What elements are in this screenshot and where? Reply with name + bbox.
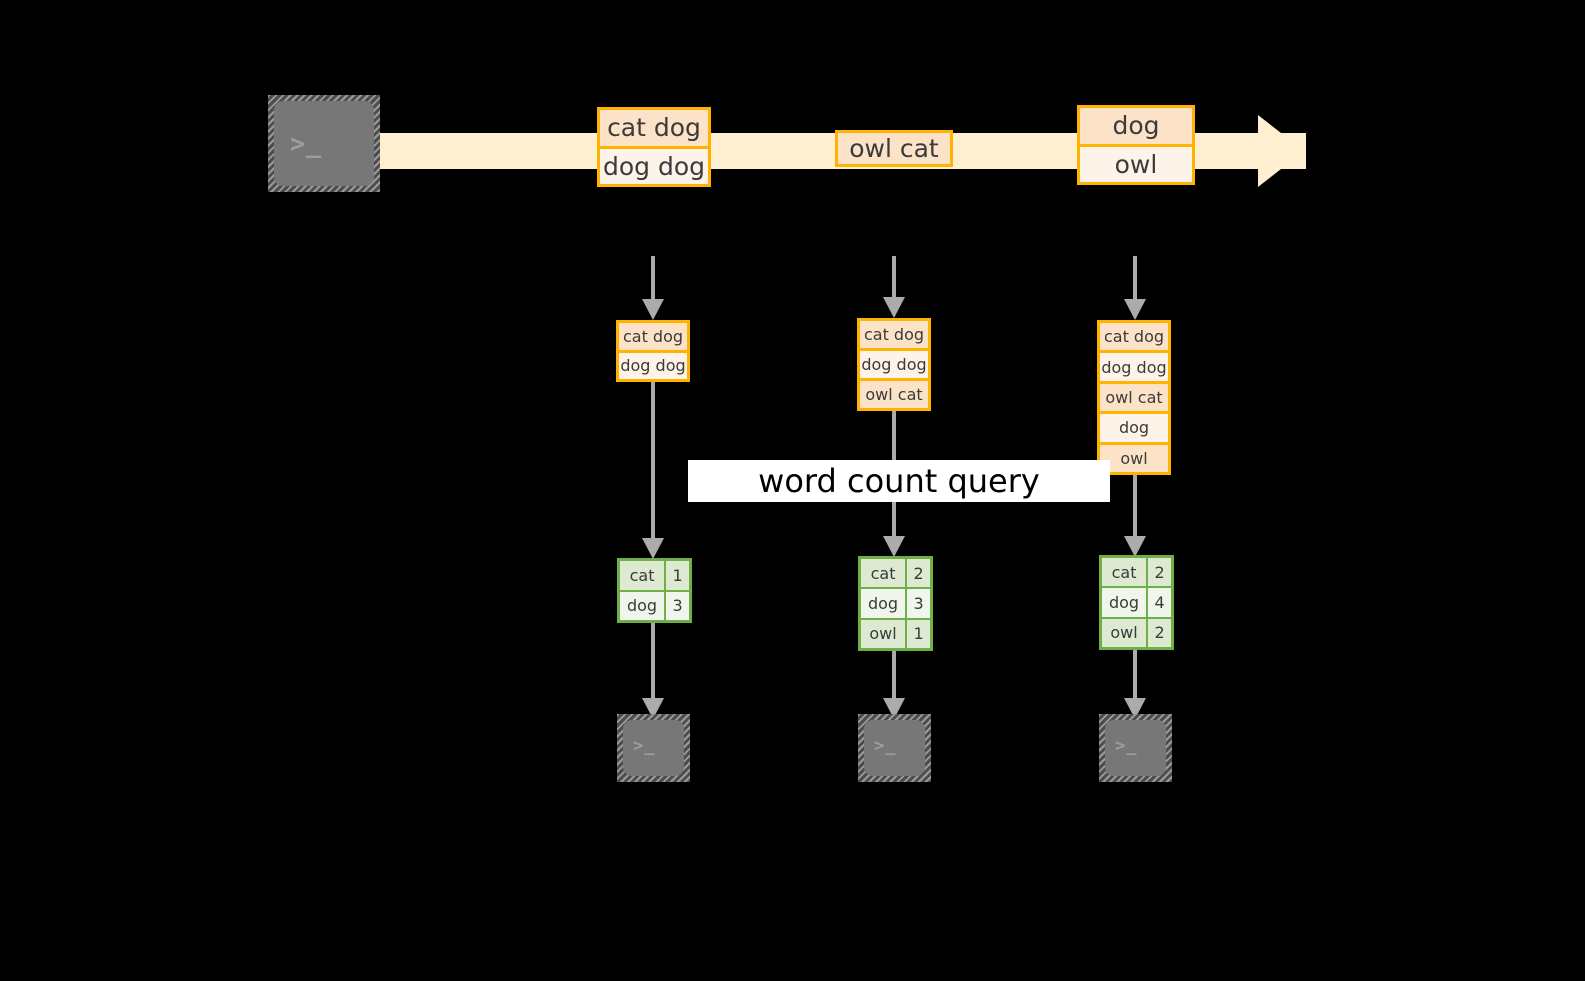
snapshot-line: cat dog: [860, 321, 928, 348]
result-row: owl 1: [861, 617, 930, 648]
result-count: 1: [664, 561, 689, 590]
result-word: cat: [1102, 558, 1147, 587]
terminal-prompt-glyph: >_: [874, 736, 897, 756]
stream-record-line: owl cat: [838, 133, 950, 164]
sink-terminal-icon-3[interactable]: >_: [1099, 714, 1172, 782]
terminal-body: >_: [274, 101, 374, 186]
snapshot-line: dog: [1100, 411, 1168, 442]
result-word: owl: [1102, 618, 1147, 647]
snapshot-line: dog dog: [1100, 350, 1168, 381]
result-table-1[interactable]: cat 1 dog 3: [617, 558, 692, 623]
snapshot-line: dog dog: [619, 349, 687, 379]
result-count: 3: [905, 589, 930, 618]
stream-record-line: dog: [1080, 108, 1192, 144]
query-label-bar: word count query: [688, 460, 1110, 502]
result-word: cat: [861, 559, 906, 588]
stream-record-line: dog dog: [600, 145, 708, 184]
terminal-body: >_: [1105, 720, 1166, 776]
snapshot-buffer-3[interactable]: cat dog dog dog owl cat dog owl: [1097, 320, 1171, 475]
result-row: cat 2: [861, 559, 930, 588]
stream-record-group-1[interactable]: cat dog dog dog: [597, 107, 711, 187]
source-terminal-icon[interactable]: >_: [268, 95, 380, 192]
snapshot-line: owl: [1100, 441, 1168, 473]
query-label-text: word count query: [758, 462, 1040, 500]
result-count: 2: [1146, 618, 1171, 647]
terminal-prompt-glyph: >_: [290, 129, 323, 158]
result-row: cat 2: [1102, 558, 1171, 587]
terminal-prompt-glyph: >_: [1115, 736, 1138, 756]
result-word: dog: [1102, 588, 1147, 617]
snapshot-buffer-2[interactable]: cat dog dog dog owl cat: [857, 318, 931, 411]
result-count: 4: [1146, 588, 1171, 617]
terminal-prompt-glyph: >_: [633, 736, 656, 756]
result-count: 3: [664, 591, 689, 620]
result-row: cat 1: [620, 561, 689, 590]
result-table-2[interactable]: cat 2 dog 3 owl 1: [858, 556, 933, 651]
sink-terminal-icon-1[interactable]: >_: [617, 714, 690, 782]
result-row: dog 3: [861, 587, 930, 618]
snapshot-buffer-1[interactable]: cat dog dog dog: [616, 320, 690, 382]
stream-arrowhead: [1258, 115, 1304, 187]
snapshot-line: owl cat: [1100, 380, 1168, 412]
stream-record-line: cat dog: [600, 110, 708, 146]
result-word: dog: [861, 589, 906, 618]
result-count: 2: [905, 559, 930, 588]
stream-record-group-2[interactable]: owl cat: [835, 130, 953, 167]
result-row: dog 3: [620, 589, 689, 620]
stream-to-snapshot-arrow-2: [879, 256, 909, 318]
result-to-sink-arrow-2: [879, 651, 909, 719]
terminal-body: >_: [623, 720, 684, 776]
snapshot-line: cat dog: [619, 323, 687, 350]
stream-record-group-3[interactable]: dog owl: [1077, 105, 1195, 185]
stream-to-snapshot-arrow-3: [1120, 256, 1150, 320]
result-count: 2: [1146, 558, 1171, 587]
result-word: dog: [620, 591, 665, 620]
snapshot-to-result-arrow-3: [1120, 475, 1150, 557]
sink-terminal-icon-2[interactable]: >_: [858, 714, 931, 782]
terminal-body: >_: [864, 720, 925, 776]
stream-record-line: owl: [1080, 143, 1192, 182]
stream-to-snapshot-arrow-1: [638, 256, 668, 320]
result-word: owl: [861, 619, 906, 648]
snapshot-line: cat dog: [1100, 323, 1168, 351]
snapshot-to-result-arrow-1: [638, 382, 668, 559]
result-table-3[interactable]: cat 2 dog 4 owl 2: [1099, 555, 1174, 650]
result-row: dog 4: [1102, 586, 1171, 617]
result-row: owl 2: [1102, 616, 1171, 647]
snapshot-line: dog dog: [860, 348, 928, 378]
result-word: cat: [620, 561, 665, 590]
snapshot-line: owl cat: [860, 378, 928, 408]
result-count: 1: [905, 619, 930, 648]
result-to-sink-arrow-1: [638, 623, 668, 719]
result-to-sink-arrow-3: [1120, 650, 1150, 719]
